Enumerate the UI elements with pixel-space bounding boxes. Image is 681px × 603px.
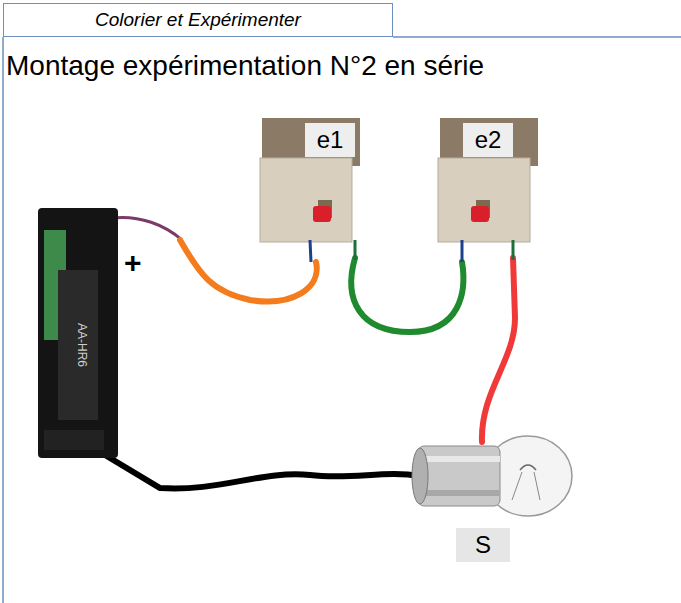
switch-e2 [438,118,538,262]
frame-line [2,37,4,603]
switch-label: e2 [463,123,513,157]
node-text: Colorier et Expérimenter [95,9,301,31]
frame-line [393,36,681,38]
black-wire [105,455,420,488]
node-text: S [475,531,491,559]
node-text: e1 [317,126,344,154]
lamp [412,436,572,516]
orange-wire [180,240,317,301]
green-wire [351,258,463,332]
switch-label: e1 [305,123,355,157]
header-tab: Colorier et Expérimenter [3,3,393,37]
red-wire [482,258,515,442]
lamp-label: S [456,528,510,562]
switch-e1 [260,118,360,262]
diagram-title: Montage expérimentation N°2 en série [6,50,484,82]
battery [38,208,118,458]
battery-lead [112,217,182,240]
node-text: e2 [475,126,502,154]
polarity-sign: + [124,246,142,280]
battery-marking: AA-HR6 [75,323,89,367]
